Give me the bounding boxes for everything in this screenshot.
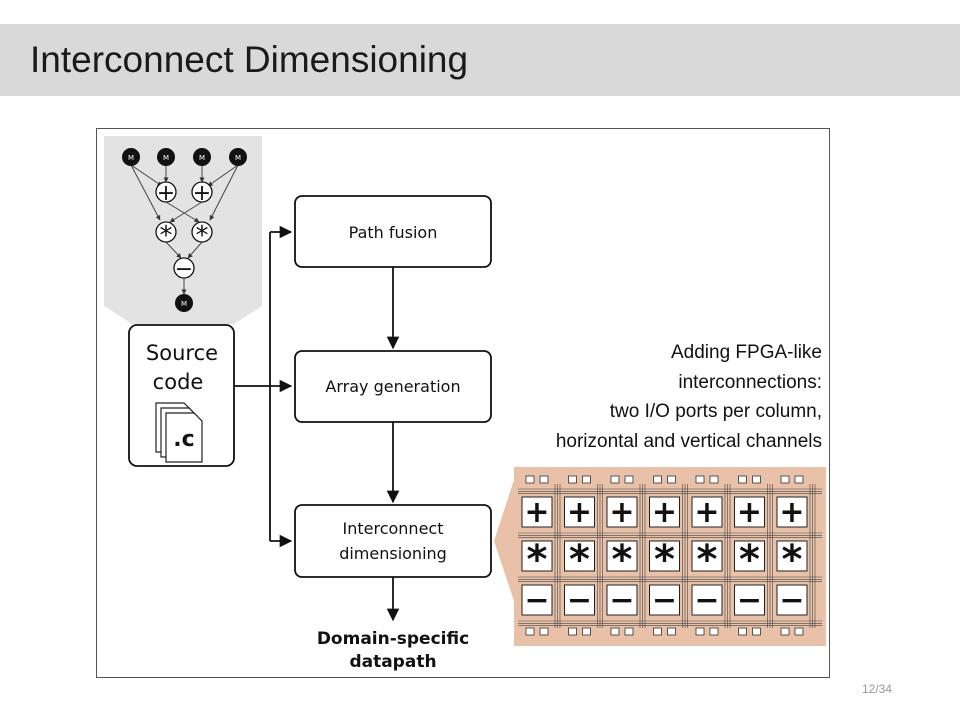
svg-text:Source: Source	[146, 341, 218, 365]
svg-text:Domain-specific: Domain-specific	[317, 629, 469, 649]
array-cell-op: *	[697, 537, 718, 583]
svg-text:Path fusion: Path fusion	[349, 223, 438, 242]
svg-text:M: M	[163, 154, 169, 162]
svg-text:−: −	[175, 257, 193, 282]
page-number: 12/34	[862, 682, 893, 696]
svg-text:+: +	[157, 181, 175, 206]
array-cell: +	[521, 495, 553, 530]
array-cell-op: *	[739, 537, 760, 583]
array-cell-op: +	[694, 495, 719, 530]
array-cell: −	[606, 583, 638, 618]
array-cell-op: *	[782, 537, 803, 583]
source-connectors	[234, 225, 293, 548]
array-cell: −	[521, 583, 553, 618]
annotation-line: interconnections:	[678, 371, 822, 393]
array-cell-op: −	[567, 583, 592, 618]
svg-text:datapath: datapath	[349, 652, 436, 672]
slide-title: Interconnect Dimensioning	[30, 39, 469, 80]
array-cell-op: *	[612, 537, 633, 583]
array-cell-op: −	[694, 583, 719, 618]
array-cell-op: −	[779, 583, 804, 618]
array-cell: +	[564, 495, 595, 530]
array-cell: +	[776, 495, 808, 530]
array-cell: −	[776, 583, 808, 618]
svg-text:M: M	[181, 300, 187, 308]
file-stack-icon	[155, 402, 203, 463]
annotation-text: Adding FPGA-like interconnections: two I…	[462, 338, 822, 456]
array-cell-op: +	[652, 495, 677, 530]
array-cell: +	[649, 495, 680, 530]
array-cell: *	[776, 537, 808, 583]
annotation-line: horizontal and vertical channels	[555, 430, 822, 452]
array-cell: −	[734, 583, 765, 618]
array-cell: *	[521, 537, 553, 583]
svg-text:+: +	[193, 181, 211, 206]
svg-text:*: *	[196, 221, 209, 251]
operator-array: +++++++*******−−−−−−−	[518, 475, 822, 636]
array-cell-op: −	[652, 583, 677, 618]
array-cell-op: +	[737, 495, 762, 530]
dfg-edges	[130, 164, 239, 295]
output-label: Domain-specific datapath	[317, 629, 469, 672]
array-cell-op: +	[609, 495, 634, 530]
array-cell: −	[564, 583, 595, 618]
svg-text:*: *	[160, 221, 173, 251]
array-cell: +	[734, 495, 765, 530]
annotation-line: two I/O ports per column,	[609, 401, 822, 422]
array-cell: *	[606, 537, 638, 583]
array-cell-op: *	[654, 537, 675, 583]
svg-text:dimensioning: dimensioning	[339, 544, 447, 563]
array-cell-op: −	[737, 583, 762, 618]
svg-text:M: M	[199, 154, 205, 162]
svg-text:M: M	[128, 154, 134, 162]
array-cell-op: −	[524, 583, 549, 618]
array-cell: *	[649, 537, 680, 583]
svg-text:.c: .c	[173, 427, 194, 452]
annotation-line: Adding FPGA-like	[670, 342, 822, 363]
array-cell: *	[691, 537, 723, 583]
svg-text:Array generation: Array generation	[325, 377, 460, 396]
array-cell: −	[649, 583, 680, 618]
dfg-background	[104, 136, 262, 324]
svg-text:M: M	[235, 154, 241, 162]
svg-text:code: code	[153, 370, 204, 394]
title-bar	[0, 24, 960, 96]
step-interconnect-dimensioning: Interconnect dimensioning	[294, 504, 492, 578]
source-code-box: Source code .c	[128, 324, 235, 467]
step-path-fusion: Path fusion	[294, 195, 492, 268]
array-cell: *	[734, 537, 765, 583]
array-cell-op: −	[609, 583, 634, 618]
array-cell-op: +	[524, 495, 549, 530]
array-cell: −	[691, 583, 723, 618]
array-cell: *	[564, 537, 595, 583]
dfg-operator-nodes: + + * * −	[155, 181, 213, 282]
array-cell: +	[691, 495, 723, 530]
svg-text:Interconnect: Interconnect	[343, 519, 444, 538]
array-cell-op: *	[527, 537, 548, 583]
array-cell-op: +	[779, 495, 804, 530]
dfg-memory-nodes: M M M M M	[122, 148, 247, 312]
array-cell: +	[606, 495, 638, 530]
array-cell-op: +	[567, 495, 592, 530]
array-cell-op: *	[569, 537, 590, 583]
